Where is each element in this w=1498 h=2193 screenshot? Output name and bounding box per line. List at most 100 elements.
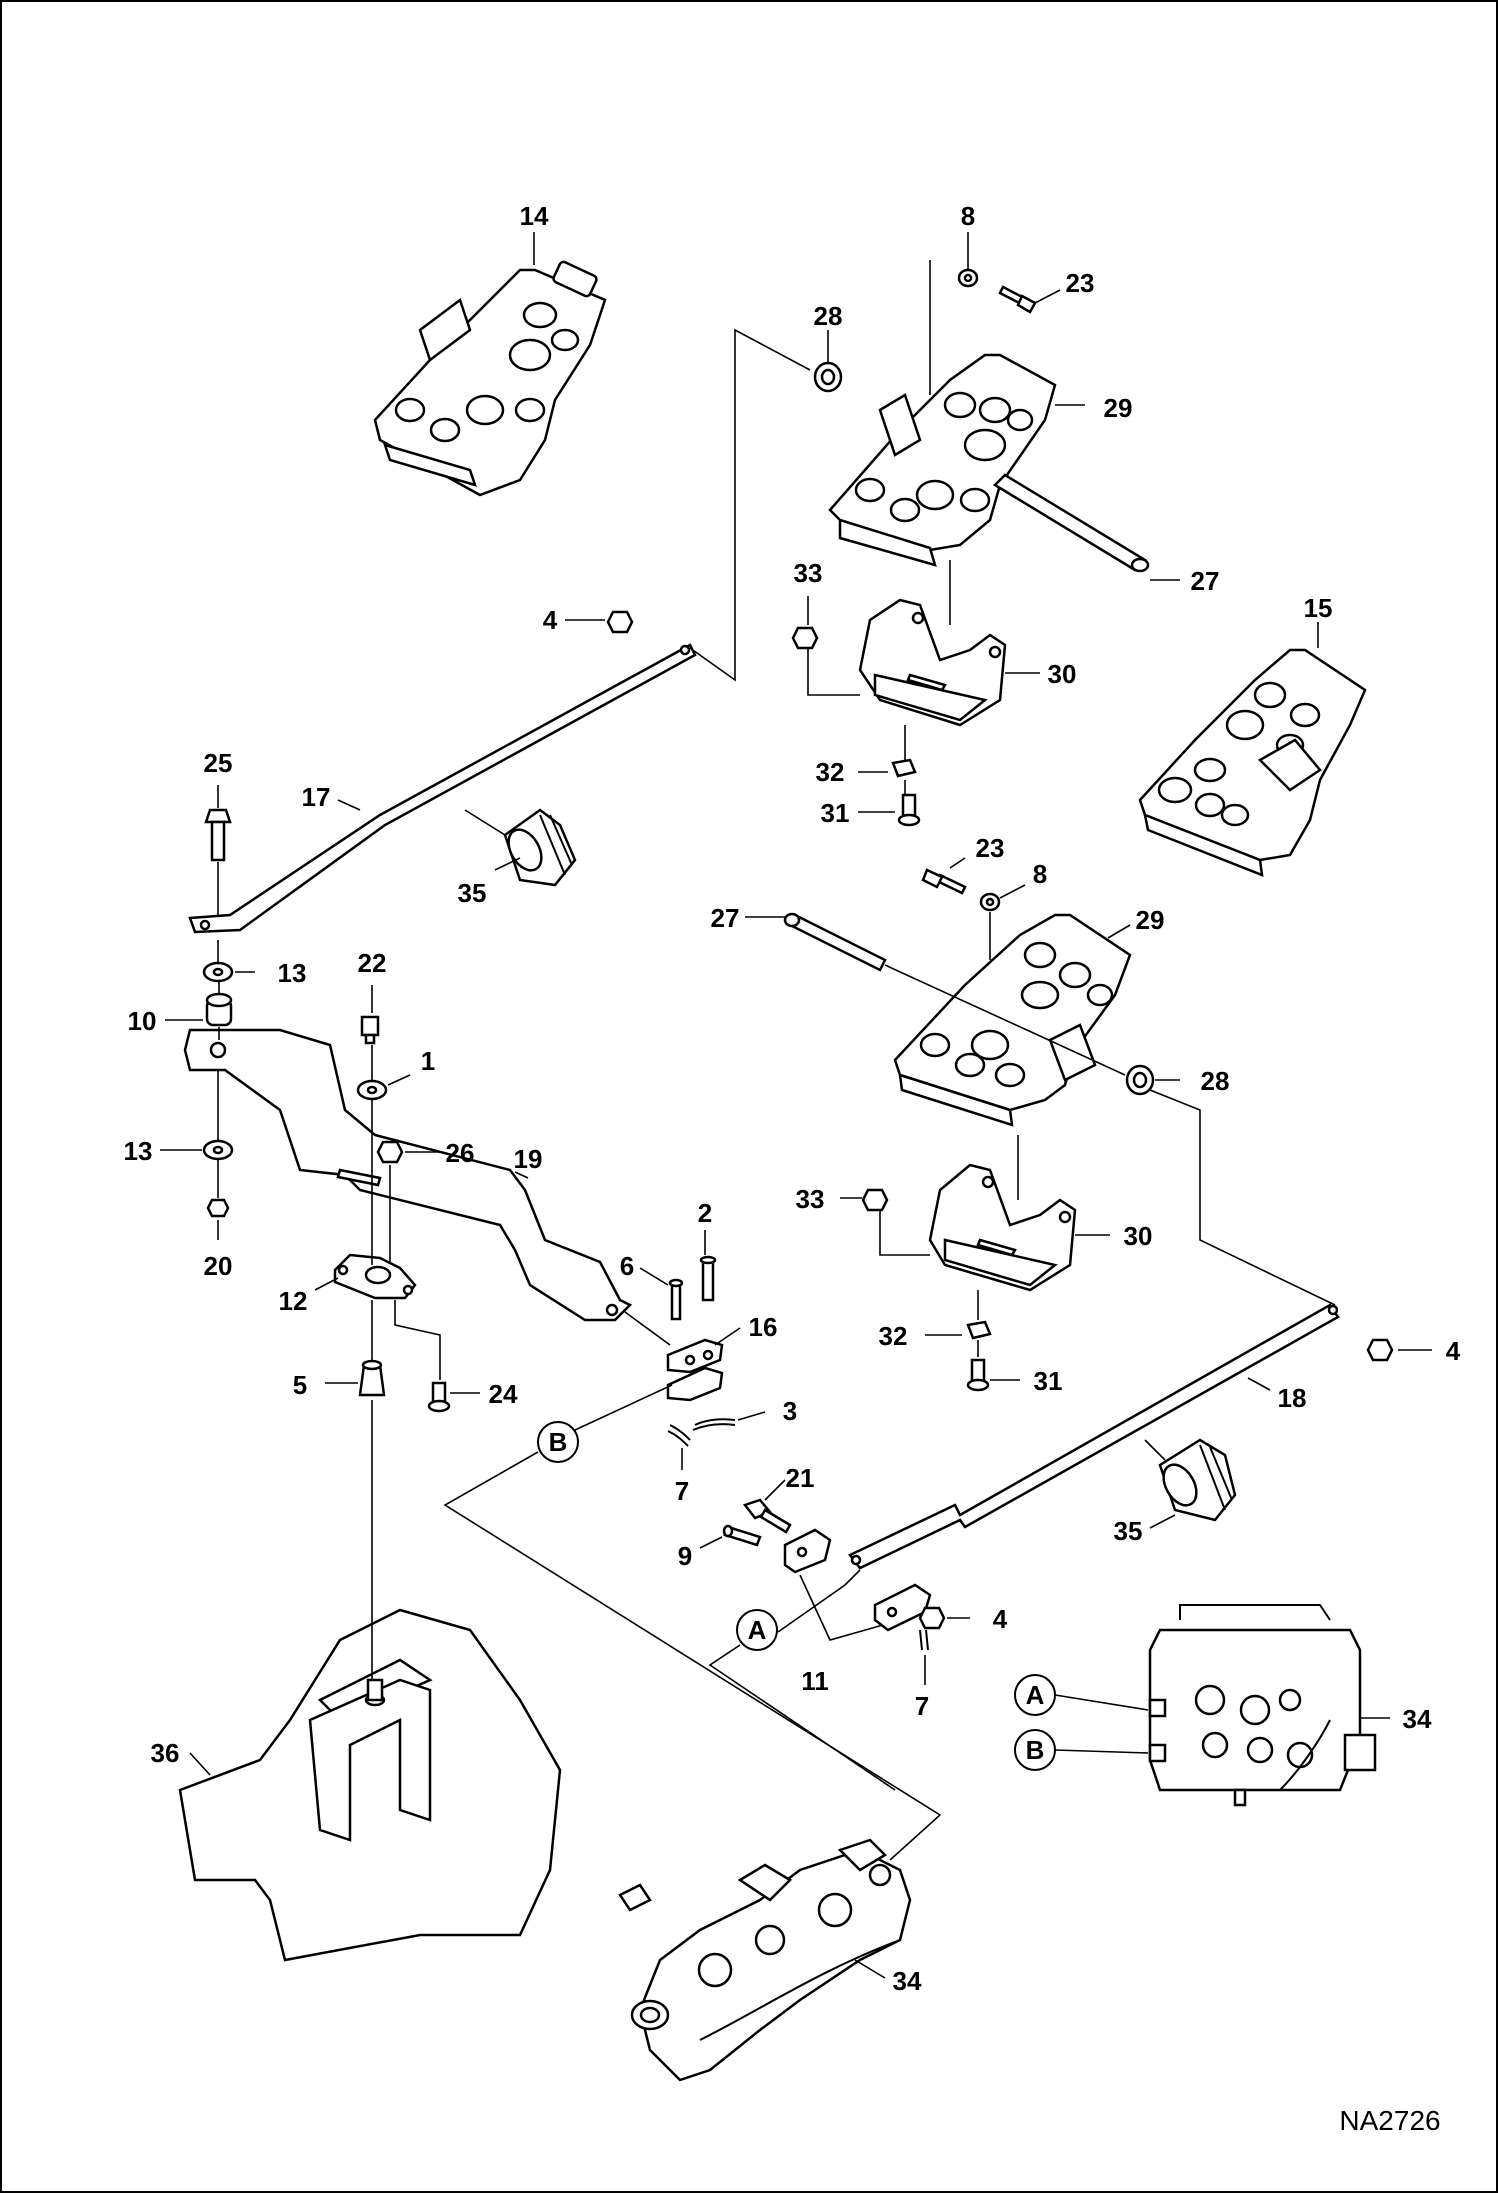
callout-30-upper: 30 [1048, 659, 1077, 689]
spacer-10 [205, 992, 233, 1027]
pivot-pin-27-upper [992, 473, 1150, 573]
callout-12: 12 [279, 1286, 308, 1316]
bushing-28-upper [813, 361, 843, 393]
control-valve-34-right [1148, 1604, 1377, 1807]
callout-31-upper: 31 [821, 798, 850, 828]
nut-4-bottom [918, 1606, 946, 1630]
nut-4-top [606, 610, 634, 634]
callout-19: 19 [514, 1144, 543, 1174]
link-rod-18 [848, 1303, 1340, 1570]
callout-13-lower: 13 [124, 1136, 153, 1166]
nut-4-right [1366, 1338, 1394, 1362]
foot-pedal-15 [1138, 648, 1367, 877]
callout-11: 11 [801, 1666, 829, 1696]
bolt-23-lower [921, 868, 967, 895]
callout-29-lower: 29 [1136, 905, 1165, 935]
callout-9: 9 [678, 1541, 692, 1571]
bolt-31-lower [966, 1358, 990, 1392]
washer-1 [356, 1079, 388, 1101]
pin-6 [668, 1278, 684, 1321]
leader-lines [160, 232, 1432, 1979]
ref-circle-a-valve: A [1014, 1674, 1056, 1716]
callout-28-lower: 28 [1201, 1066, 1230, 1096]
callout-4-top: 4 [543, 605, 558, 635]
callout-labels: 14 8 23 28 29 27 33 4 15 30 25 32 17 31 … [124, 201, 1461, 2136]
ref-circle-a: A [736, 1609, 778, 1651]
callout-36: 36 [151, 1738, 180, 1768]
callout-21: 21 [786, 1463, 815, 1493]
svg-text:A: A [1026, 1680, 1045, 1710]
callout-3: 3 [783, 1396, 797, 1426]
callout-10: 10 [128, 1006, 157, 1036]
mount-bracket-30-lower [928, 1163, 1077, 1292]
ref-circle-b-valve: B [1014, 1729, 1056, 1771]
callout-35-lower: 35 [1114, 1516, 1143, 1546]
callout-8-upper: 8 [961, 201, 975, 231]
svg-text:A: A [748, 1615, 767, 1645]
callout-7-upper: 7 [675, 1476, 689, 1506]
nut-20 [206, 1198, 230, 1218]
callout-5: 5 [293, 1370, 307, 1400]
cotter-pin-7-upper [667, 1424, 691, 1447]
callout-23-upper: 23 [1066, 268, 1095, 298]
callout-6: 6 [620, 1251, 634, 1281]
pin-9 [722, 1524, 762, 1547]
mount-bracket-30-upper [858, 598, 1007, 727]
callout-8-lower: 8 [1033, 859, 1047, 889]
link-11-upper [783, 1528, 832, 1574]
boot-35-upper [503, 808, 577, 887]
bushing-28-lower [1125, 1064, 1155, 1096]
frame-crossmember-36 [178, 1608, 562, 1962]
bolt-24 [427, 1381, 451, 1413]
washer-13-upper [202, 961, 234, 983]
callout-18: 18 [1278, 1383, 1307, 1413]
foot-pedal-29-upper [828, 353, 1057, 567]
drawing-code: NA2726 [1339, 2105, 1440, 2136]
callout-15: 15 [1304, 593, 1333, 623]
cotter-pin-3 [692, 1418, 736, 1431]
callout-27-upper: 27 [1191, 566, 1220, 596]
callout-28-upper: 28 [814, 301, 843, 331]
bolt-22 [360, 1015, 380, 1045]
flange-nut-33-lower [861, 1188, 889, 1212]
callout-4-bottom: 4 [993, 1604, 1008, 1634]
callout-24: 24 [489, 1379, 518, 1409]
clip-32-upper [891, 758, 917, 778]
callout-35-upper: 35 [458, 878, 487, 908]
nut-26 [376, 1140, 404, 1164]
flange-nut-33-upper [791, 626, 819, 650]
callout-22: 22 [358, 948, 387, 978]
callout-4-right: 4 [1446, 1336, 1461, 1366]
callout-27-lower: 27 [711, 903, 740, 933]
callout-32-upper: 32 [816, 757, 845, 787]
bushing-5 [358, 1359, 386, 1397]
callout-30-lower: 30 [1124, 1221, 1153, 1251]
callout-32-lower: 32 [879, 1321, 908, 1351]
callout-17: 17 [302, 782, 331, 812]
link-19 [183, 1028, 633, 1322]
callout-23-lower: 23 [976, 833, 1005, 863]
callout-34-lower: 34 [893, 1966, 922, 1996]
boot-35-lower [1158, 1438, 1237, 1522]
washer-13-lower [202, 1139, 234, 1161]
callout-13-upper: 13 [278, 958, 307, 988]
callout-33-upper: 33 [794, 558, 823, 588]
control-valve-34-lower [618, 1838, 912, 2082]
clip-32-lower [966, 1320, 992, 1340]
callout-31-lower: 31 [1034, 1366, 1063, 1396]
bolt-21 [742, 1498, 792, 1534]
callout-34-right: 34 [1403, 1704, 1432, 1734]
clevis-16 [666, 1338, 724, 1402]
washer-8-lower [979, 892, 1001, 912]
ref-circle-b: B [537, 1421, 579, 1463]
pin-2 [699, 1255, 717, 1302]
callout-26: 26 [446, 1138, 475, 1168]
callout-1: 1 [421, 1046, 435, 1076]
callout-20: 20 [204, 1251, 233, 1281]
foot-pedal-14 [373, 260, 607, 497]
bolt-25 [204, 808, 232, 862]
callout-16: 16 [749, 1312, 778, 1342]
svg-text:B: B [549, 1427, 568, 1457]
svg-text:B: B [1026, 1735, 1045, 1765]
